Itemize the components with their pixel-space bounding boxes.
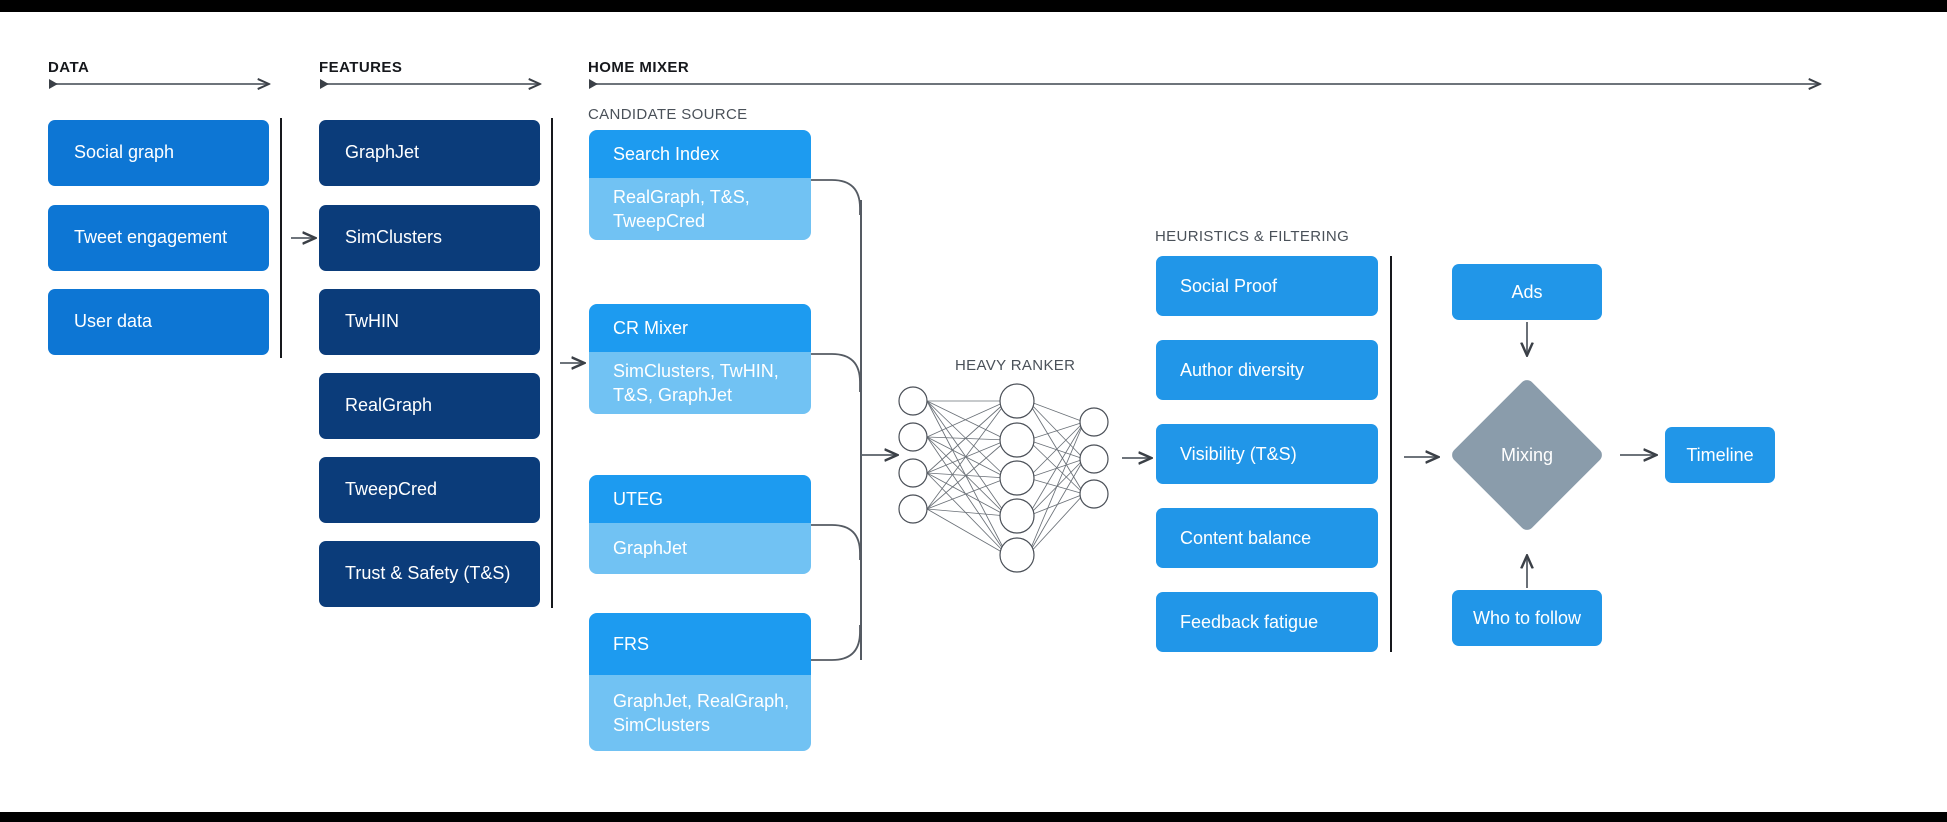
data-box-label: User data bbox=[74, 311, 153, 332]
divider-data-features bbox=[280, 118, 282, 358]
section-label-features: FEATURES bbox=[319, 59, 403, 76]
feature-box-simclusters[interactable]: SimClusters bbox=[319, 205, 540, 271]
data-box-user-data[interactable]: User data bbox=[48, 289, 269, 355]
data-box-label: Social graph bbox=[74, 142, 175, 163]
feature-box-label: TweepCred bbox=[345, 479, 438, 500]
heuristic-box-feedback-fatigue[interactable]: Feedback fatigue bbox=[1156, 592, 1378, 652]
candidate-card-frs[interactable]: FRS GraphJet, RealGraph, SimClusters bbox=[589, 613, 811, 751]
candidate-card-cr-mixer[interactable]: CR Mixer SimClusters, TwHIN, T&S, GraphJ… bbox=[589, 304, 811, 414]
heuristic-box-label: Content balance bbox=[1180, 527, 1312, 548]
nn-hidden-node bbox=[999, 537, 1035, 573]
bottom-letterbox-bar bbox=[0, 812, 1947, 822]
candidate-card-features: GraphJet bbox=[613, 538, 688, 559]
candidate-collector-bus bbox=[860, 200, 862, 660]
feature-box-realgraph[interactable]: RealGraph bbox=[319, 373, 540, 439]
candidate-card-search-index[interactable]: Search Index RealGraph, T&S, TweepCred bbox=[589, 130, 811, 240]
output-box-ads[interactable]: Ads bbox=[1452, 264, 1602, 320]
nn-hidden-node bbox=[999, 383, 1035, 419]
candidate-card-title: UTEG bbox=[613, 488, 664, 509]
nn-input-node bbox=[898, 386, 928, 416]
nn-input-node bbox=[898, 458, 928, 488]
heuristic-box-label: Visibility (T&S) bbox=[1180, 443, 1297, 464]
divider-heuristics-mixing bbox=[1390, 256, 1392, 652]
feature-box-label: RealGraph bbox=[345, 395, 433, 416]
candidate-card-features: RealGraph, T&S, TweepCred bbox=[613, 186, 750, 231]
section-label-data: DATA bbox=[48, 59, 90, 76]
candidate-card-body: SimClusters, TwHIN, T&S, GraphJet bbox=[589, 352, 811, 414]
top-letterbox-bar bbox=[0, 0, 1947, 12]
candidate-card-features: GraphJet, RealGraph, SimClusters bbox=[613, 690, 790, 735]
candidate-card-features: SimClusters, TwHIN, T&S, GraphJet bbox=[613, 360, 779, 405]
nn-output-node bbox=[1079, 479, 1109, 509]
feature-box-label: GraphJet bbox=[345, 142, 420, 163]
divider-features-homemixer bbox=[551, 118, 553, 608]
heuristic-box-label: Social Proof bbox=[1180, 275, 1278, 296]
sublabel-heuristics: HEURISTICS & FILTERING bbox=[1155, 228, 1350, 245]
sublabel-candidate-source: CANDIDATE SOURCE bbox=[588, 106, 748, 123]
heuristic-box-content-balance[interactable]: Content balance bbox=[1156, 508, 1378, 568]
nn-hidden-node bbox=[999, 498, 1035, 534]
feature-box-trust-safety[interactable]: Trust & Safety (T&S) bbox=[319, 541, 540, 607]
data-box-label: Tweet engagement bbox=[74, 227, 228, 248]
candidate-connectors bbox=[811, 179, 861, 661]
candidate-card-header: Search Index bbox=[589, 130, 811, 178]
heuristic-box-author-diversity[interactable]: Author diversity bbox=[1156, 340, 1378, 400]
nn-hidden-node bbox=[999, 460, 1035, 496]
nn-output-node bbox=[1079, 407, 1109, 437]
candidate-card-header: CR Mixer bbox=[589, 304, 811, 352]
nn-input-node bbox=[898, 422, 928, 452]
heuristic-box-social-proof[interactable]: Social Proof bbox=[1156, 256, 1378, 316]
data-box-tweet-engagement[interactable]: Tweet engagement bbox=[48, 205, 269, 271]
candidate-card-title: FRS bbox=[613, 633, 649, 654]
output-box-label: Timeline bbox=[1686, 444, 1754, 465]
candidate-card-header: UTEG bbox=[589, 475, 811, 523]
candidate-card-body: RealGraph, T&S, TweepCred bbox=[589, 178, 811, 240]
candidate-card-header: FRS bbox=[589, 613, 811, 675]
candidate-card-uteg[interactable]: UTEG GraphJet bbox=[589, 475, 811, 574]
candidate-card-title: Search Index bbox=[613, 143, 720, 164]
feature-box-twhin[interactable]: TwHIN bbox=[319, 289, 540, 355]
feature-box-label: TwHIN bbox=[345, 311, 399, 332]
heavy-ranker-network bbox=[898, 383, 1109, 573]
nn-input-node bbox=[898, 494, 928, 524]
feature-box-tweepcred[interactable]: TweepCred bbox=[319, 457, 540, 523]
heuristic-box-label: Author diversity bbox=[1180, 359, 1305, 380]
heuristic-box-visibility[interactable]: Visibility (T&S) bbox=[1156, 424, 1378, 484]
data-box-social-graph[interactable]: Social graph bbox=[48, 120, 269, 186]
nn-hidden-node bbox=[999, 422, 1035, 458]
candidate-card-body: GraphJet bbox=[589, 523, 811, 574]
candidate-card-title: CR Mixer bbox=[613, 317, 688, 338]
output-box-who-to-follow[interactable]: Who to follow bbox=[1452, 590, 1602, 646]
sublabel-heavy-ranker: HEAVY RANKER bbox=[955, 357, 1076, 374]
feature-box-label: Trust & Safety (T&S) bbox=[345, 563, 511, 584]
nn-output-node bbox=[1079, 444, 1109, 474]
candidate-card-body: GraphJet, RealGraph, SimClusters bbox=[589, 675, 811, 751]
output-box-label: Who to follow bbox=[1472, 607, 1582, 628]
mixing-label: Mixing bbox=[1500, 444, 1553, 465]
feature-box-graphjet[interactable]: GraphJet bbox=[319, 120, 540, 186]
heuristic-box-label: Feedback fatigue bbox=[1180, 611, 1319, 632]
section-label-home-mixer: HOME MIXER bbox=[588, 59, 690, 76]
feature-box-label: SimClusters bbox=[345, 227, 443, 248]
output-box-label: Ads bbox=[1511, 281, 1543, 302]
output-box-timeline[interactable]: Timeline bbox=[1665, 427, 1775, 483]
